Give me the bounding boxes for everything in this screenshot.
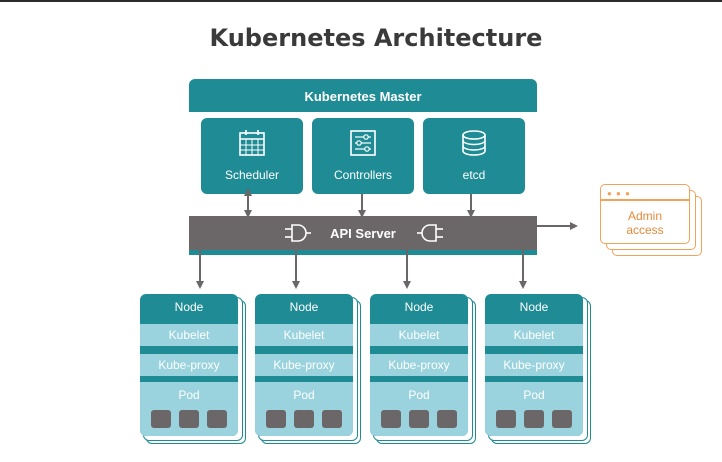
pod-label: Pod (523, 388, 545, 402)
pod-container (409, 410, 429, 428)
etcd-label: etcd (462, 168, 486, 182)
plug-icon (285, 224, 311, 242)
kube-proxy-band: Kube-proxy (485, 354, 583, 376)
kube-proxy-band: Kube-proxy (370, 354, 468, 376)
pod-label: Pod (408, 388, 430, 402)
pod-container (322, 410, 342, 428)
node-2-card: Node Kubelet Kube-proxy Pod (255, 294, 353, 436)
pod-container (524, 410, 544, 428)
admin-card-front: ● ● ● Admin access (600, 184, 690, 244)
controllers-label: Controllers (333, 168, 393, 182)
admin-label-line2: access (626, 223, 664, 237)
node-4-card: Node Kubelet Kube-proxy Pod (485, 294, 583, 436)
window-titlebar (601, 199, 689, 201)
api-server-bar: API Server (189, 216, 537, 250)
pod-area: Pod (370, 382, 468, 436)
pod-container (552, 410, 572, 428)
scheduler-component: Scheduler (201, 118, 303, 194)
node-title: Node (174, 300, 204, 314)
node-title: Node (404, 300, 434, 314)
kubelet-band: Kubelet (140, 324, 238, 346)
admin-access-label: Admin access (601, 209, 689, 237)
pod-container (381, 410, 401, 428)
node-2: Node Kubelet Kube-proxy Pod (255, 294, 361, 444)
pod-container (496, 410, 516, 428)
pod-container (207, 410, 227, 428)
node-4: Node Kubelet Kube-proxy Pod (485, 294, 591, 444)
pod-container (294, 410, 314, 428)
kube-proxy-band: Kube-proxy (140, 354, 238, 376)
window-dots-icon: ● ● ● (607, 189, 631, 198)
api-server-label: API Server (330, 226, 396, 241)
calendar-icon (239, 130, 265, 156)
node-1: Node Kubelet Kube-proxy Pod (140, 294, 246, 444)
kubelet-band: Kubelet (370, 324, 468, 346)
pod-container (179, 410, 199, 428)
database-icon (462, 130, 486, 156)
page-title: Kubernetes Architecture (209, 24, 543, 52)
pod-container (437, 410, 457, 428)
pod-area: Pod (485, 382, 583, 436)
kubelet-band: Kubelet (255, 324, 353, 346)
kube-proxy-band: Kube-proxy (255, 354, 353, 376)
node-3: Node Kubelet Kube-proxy Pod (370, 294, 476, 444)
admin-label-line1: Admin (627, 209, 662, 223)
node-title: Node (519, 300, 549, 314)
socket-icon (417, 224, 443, 242)
kubelet-band: Kubelet (485, 324, 583, 346)
sliders-icon (350, 130, 376, 156)
scheduler-label: Scheduler (224, 168, 280, 182)
pod-area: Pod (255, 382, 353, 436)
controllers-component: Controllers (312, 118, 414, 194)
node-1-card: Node Kubelet Kube-proxy Pod (140, 294, 238, 436)
node-3-card: Node Kubelet Kube-proxy Pod (370, 294, 468, 436)
node-title: Node (289, 300, 319, 314)
pod-label: Pod (178, 388, 200, 402)
pod-area: Pod (140, 382, 238, 436)
pod-container (266, 410, 286, 428)
etcd-component: etcd (423, 118, 525, 194)
master-title: Kubernetes Master (304, 89, 422, 104)
pod-label: Pod (293, 388, 315, 402)
pod-container (151, 410, 171, 428)
top-border-line (0, 0, 722, 2)
